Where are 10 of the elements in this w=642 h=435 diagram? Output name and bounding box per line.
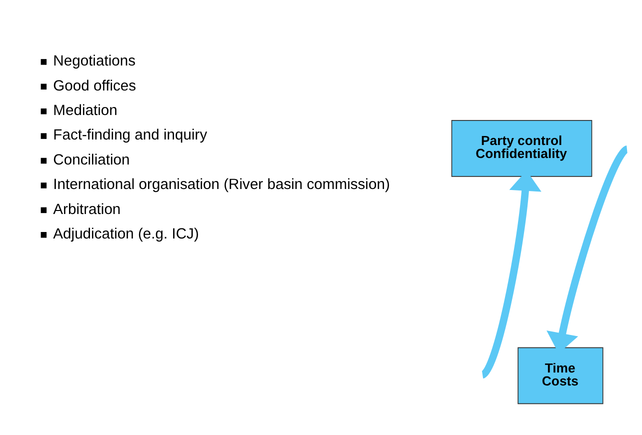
label: Adjudication (e.g. ICJ) [53, 226, 199, 242]
label: Arbitration [53, 201, 121, 218]
label: Good offices [53, 78, 136, 94]
label: Mediation [53, 102, 118, 118]
node-box: Party control Confidentiality [451, 120, 592, 176]
label: Negotiations [53, 53, 136, 70]
label: Conciliation [53, 152, 130, 168]
label: International organisation (River basin commission) [53, 176, 390, 193]
label: Fact-finding and inquiry [53, 127, 208, 144]
node-box: Time Costs [518, 346, 604, 404]
